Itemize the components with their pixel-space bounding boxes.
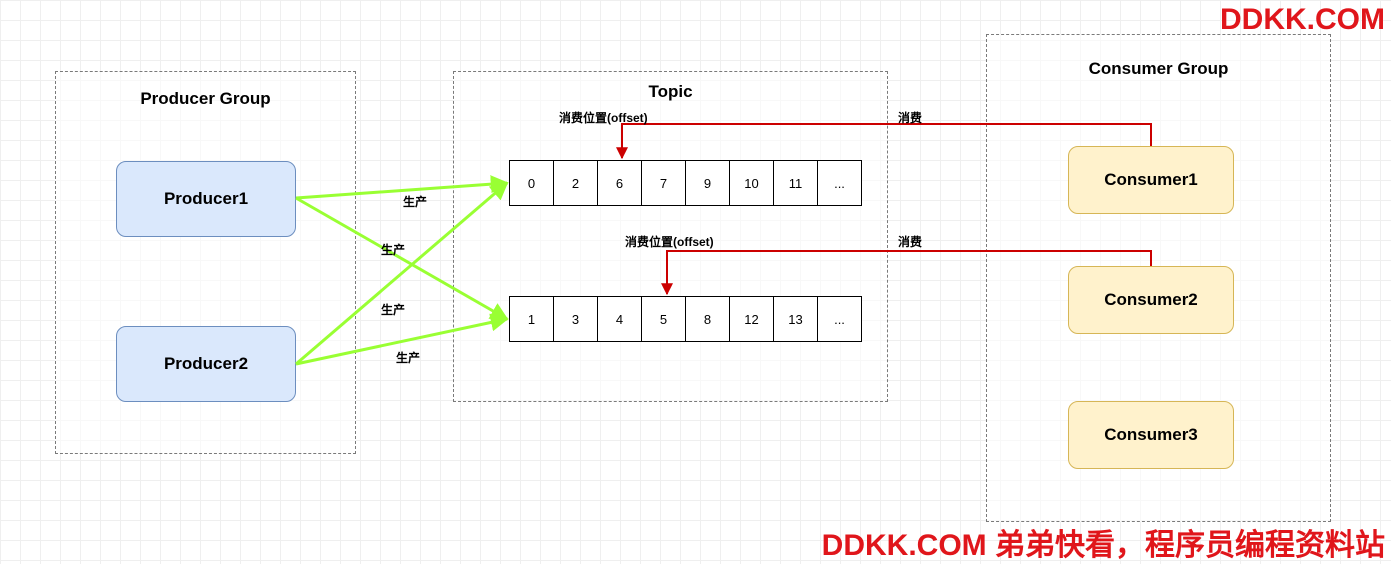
queue-1-cell: 6	[597, 160, 642, 206]
queue-1-cell: 10	[729, 160, 774, 206]
queue-1-cell: 2	[553, 160, 598, 206]
produce-arrow-p2-q2	[295, 313, 509, 366]
topic-group: Topic	[453, 71, 888, 402]
offset-label: 消费位置(offset)	[559, 111, 648, 125]
topic-title: Topic	[648, 82, 693, 101]
consume-label: 消费	[898, 111, 923, 125]
queue-1-cell: ...	[817, 160, 862, 206]
consume-label: 消费	[898, 235, 923, 249]
queue-2-cell: 1	[509, 296, 554, 342]
consume-arrow-c1	[616, 123, 1152, 160]
produce-arrow-p1-q1	[295, 175, 509, 200]
queue-2-cell: ...	[817, 296, 862, 342]
producer-2[interactable]: Producer2	[116, 326, 296, 402]
consumer-group-title: Consumer Group	[1088, 59, 1229, 78]
queue-2-cell: 12	[729, 296, 774, 342]
queue-2: 1 3 4 5 8 12 13 ...	[509, 296, 862, 342]
watermark-bottom: DDKK.COM 弟弟快看，程序员编程资料站	[821, 529, 1385, 562]
watermark-top: DDKK.COM	[1220, 3, 1385, 36]
consumer-3[interactable]: Consumer3	[1068, 401, 1234, 469]
producer-1[interactable]: Producer1	[116, 161, 296, 237]
queue-1: 0 2 6 7 9 10 11 ...	[509, 160, 862, 206]
produce-arrow-p1-q2	[295, 196, 509, 321]
produce-arrow-p2-q1	[295, 181, 509, 366]
queue-2-cell: 3	[553, 296, 598, 342]
consume-arrow-c2	[661, 250, 1152, 296]
queue-2-cell: 4	[597, 296, 642, 342]
producer-group-title: Producer Group	[140, 89, 271, 108]
consumer-1[interactable]: Consumer1	[1068, 146, 1234, 214]
produce-label: 生产	[396, 351, 421, 365]
produce-label: 生产	[381, 243, 406, 257]
produce-label: 生产	[381, 303, 406, 317]
produce-label: 生产	[403, 195, 428, 209]
consumer-2[interactable]: Consumer2	[1068, 266, 1234, 334]
queue-1-cell: 11	[773, 160, 818, 206]
offset-label: 消费位置(offset)	[625, 235, 714, 249]
